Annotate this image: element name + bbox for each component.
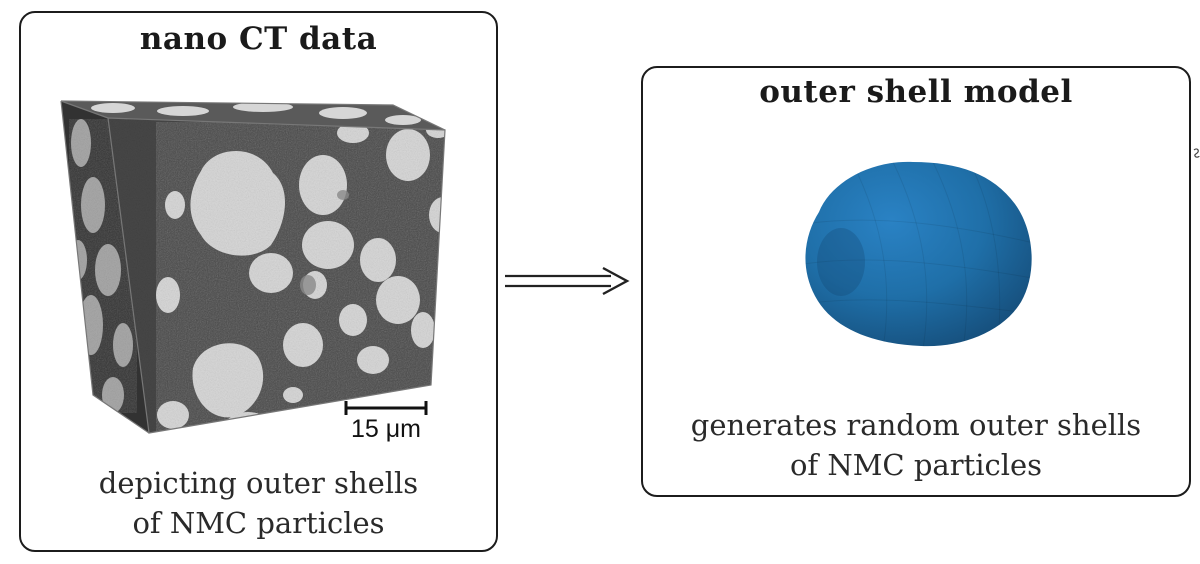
shell-panel-title: outer shell model bbox=[759, 74, 1073, 110]
ct-caption-line-1: depicting outer shells bbox=[98, 466, 419, 500]
cube-edges bbox=[60, 100, 446, 434]
shell-caption-line-2: of NMC particles bbox=[789, 448, 1043, 482]
ct-data-panel: nano CT data bbox=[19, 11, 498, 552]
ct-panel-title: nano CT data bbox=[139, 21, 378, 57]
shell-caption-line-1: generates random outer shells bbox=[690, 408, 1142, 442]
ct-caption-line-2: of NMC particles bbox=[132, 506, 385, 540]
cube-front-face bbox=[108, 118, 445, 433]
shell-facets bbox=[805, 161, 1032, 347]
shell-model-panel: outer shell model generates random outer… bbox=[641, 66, 1191, 497]
particle-shell-render bbox=[805, 161, 1032, 347]
ct-volume-render: 15 μm bbox=[60, 100, 446, 443]
shell-panel-caption: generates random outer shells of NMC par… bbox=[643, 405, 1189, 485]
scale-bar-label: 15 μm bbox=[351, 415, 421, 443]
scale-bar: 15 μm bbox=[344, 401, 428, 443]
cropped-edge-mark bbox=[1193, 148, 1200, 158]
particle-shell bbox=[805, 161, 1032, 347]
double-arrow-icon bbox=[505, 266, 630, 296]
ct-panel-caption: depicting outer shells of NMC particles bbox=[21, 463, 496, 543]
